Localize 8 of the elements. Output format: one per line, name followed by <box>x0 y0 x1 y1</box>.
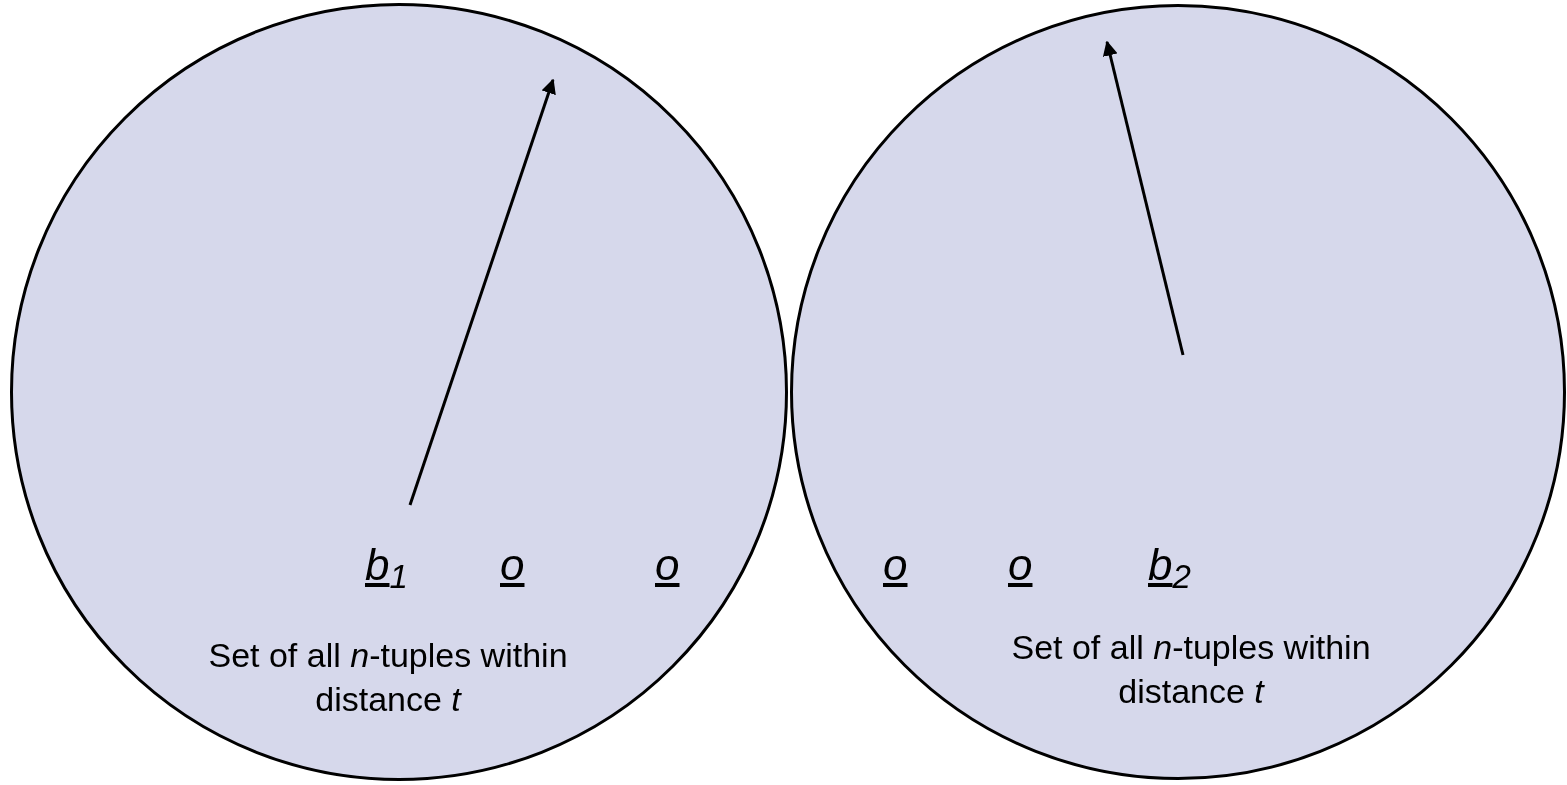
vector-symbol: o <box>1008 540 1033 590</box>
vector-symbol: b$_{2}$ <box>1148 540 1191 590</box>
vector-symbol: o <box>655 540 680 590</box>
set-description: Set of all n-tuples within distance t <box>1011 627 1371 712</box>
set-description: Set of all n-tuples within distance t <box>208 635 568 720</box>
vector-symbol: o <box>500 540 525 590</box>
vector-symbol: o <box>883 540 908 590</box>
vector-symbol: b$_{1}$ <box>365 540 408 590</box>
